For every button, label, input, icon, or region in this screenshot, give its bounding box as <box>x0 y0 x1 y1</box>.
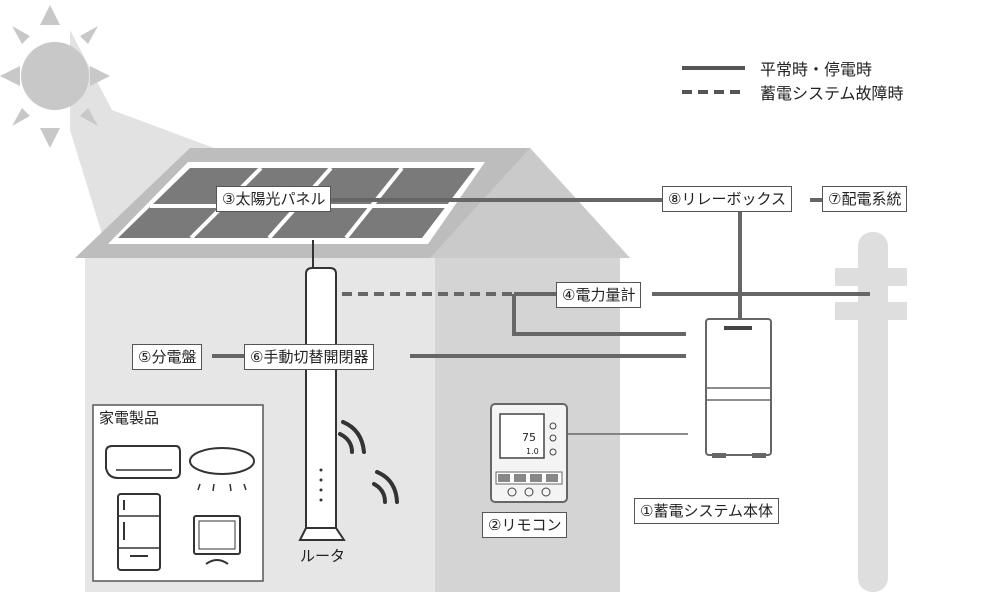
sun-icon <box>0 5 110 148</box>
router-icon <box>298 240 346 541</box>
label-grid: ⑦配電系統 <box>822 186 908 212</box>
label-distribution-board: ⑤分電盤 <box>132 344 203 370</box>
label-appliances: 家電製品 <box>99 409 160 427</box>
remote-screen-sub-value: 1.0 <box>526 447 539 456</box>
remote-screen-main-value: 75 <box>522 431 536 444</box>
legend-storage-failure: 蓄電システム故障時 <box>760 84 904 103</box>
label-solar-panel: ③太陽光パネル <box>216 186 332 212</box>
label-router: ルータ <box>300 547 346 565</box>
wifi-signal-icon <box>338 420 399 504</box>
refrigerator-icon <box>117 493 161 571</box>
label-storage-unit: ①蓄電システム本体 <box>634 498 779 524</box>
label-power-meter: ④電力量計 <box>556 282 642 308</box>
air-conditioner-icon <box>105 445 181 479</box>
storage-unit-icon <box>705 318 772 458</box>
utility-pole-icon <box>835 232 907 592</box>
television-icon <box>193 515 241 565</box>
house-gable <box>430 148 630 258</box>
label-manual-switch: ⑥手動切替開閉器 <box>244 344 375 370</box>
legend-normal-outage: 平常時・停電時 <box>760 60 873 79</box>
label-relay-box: ⑧リレーボックス <box>662 186 792 212</box>
ceiling-light-icon <box>189 447 255 492</box>
label-remote: ②リモコン <box>482 512 568 538</box>
remote-controller-icon <box>490 403 568 503</box>
